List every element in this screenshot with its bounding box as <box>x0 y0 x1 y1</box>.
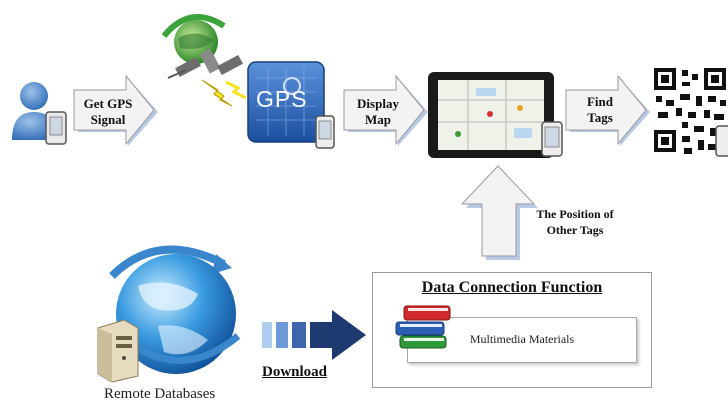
position-line1: The Position of <box>536 207 614 221</box>
books-icon <box>395 305 451 349</box>
find-tags-line2: Tags <box>587 110 613 125</box>
tablet-map-icon <box>428 72 563 158</box>
remote-databases-label: Remote Databases <box>104 386 216 402</box>
get-gps-arrow <box>73 74 158 146</box>
get-gps-label: Get GPS Signal <box>76 96 140 128</box>
display-map-arrow <box>343 74 428 146</box>
find-tags-arrow <box>565 74 650 146</box>
display-map-line1: Display <box>357 96 399 111</box>
satellite-icon <box>161 14 243 79</box>
display-map-line2: Map <box>365 112 391 127</box>
qr-code-icon <box>652 66 728 158</box>
position-label: The Position of Other Tags <box>516 206 634 238</box>
multimedia-materials-label: Multimedia Materials <box>469 332 575 346</box>
position-up-arrow <box>460 165 538 260</box>
download-arrow <box>262 310 366 360</box>
data-connection-title: Data Connection Function <box>421 279 603 296</box>
find-tags-line1: Find <box>586 94 613 109</box>
server-icon <box>97 319 139 383</box>
signal-bolt-icon <box>201 79 247 107</box>
find-tags-label: Find Tags <box>568 94 632 126</box>
gps-badge <box>247 61 335 149</box>
display-map-label: Display Map <box>346 96 410 128</box>
multimedia-materials-box: Multimedia Materials <box>407 317 637 363</box>
user-icon <box>12 82 67 145</box>
gps-badge-text: GPS <box>256 86 308 112</box>
download-label: Download <box>262 364 328 380</box>
get-gps-line1: Get GPS <box>83 96 133 111</box>
get-gps-line2: Signal <box>90 112 126 127</box>
position-line2: Other Tags <box>546 223 604 237</box>
